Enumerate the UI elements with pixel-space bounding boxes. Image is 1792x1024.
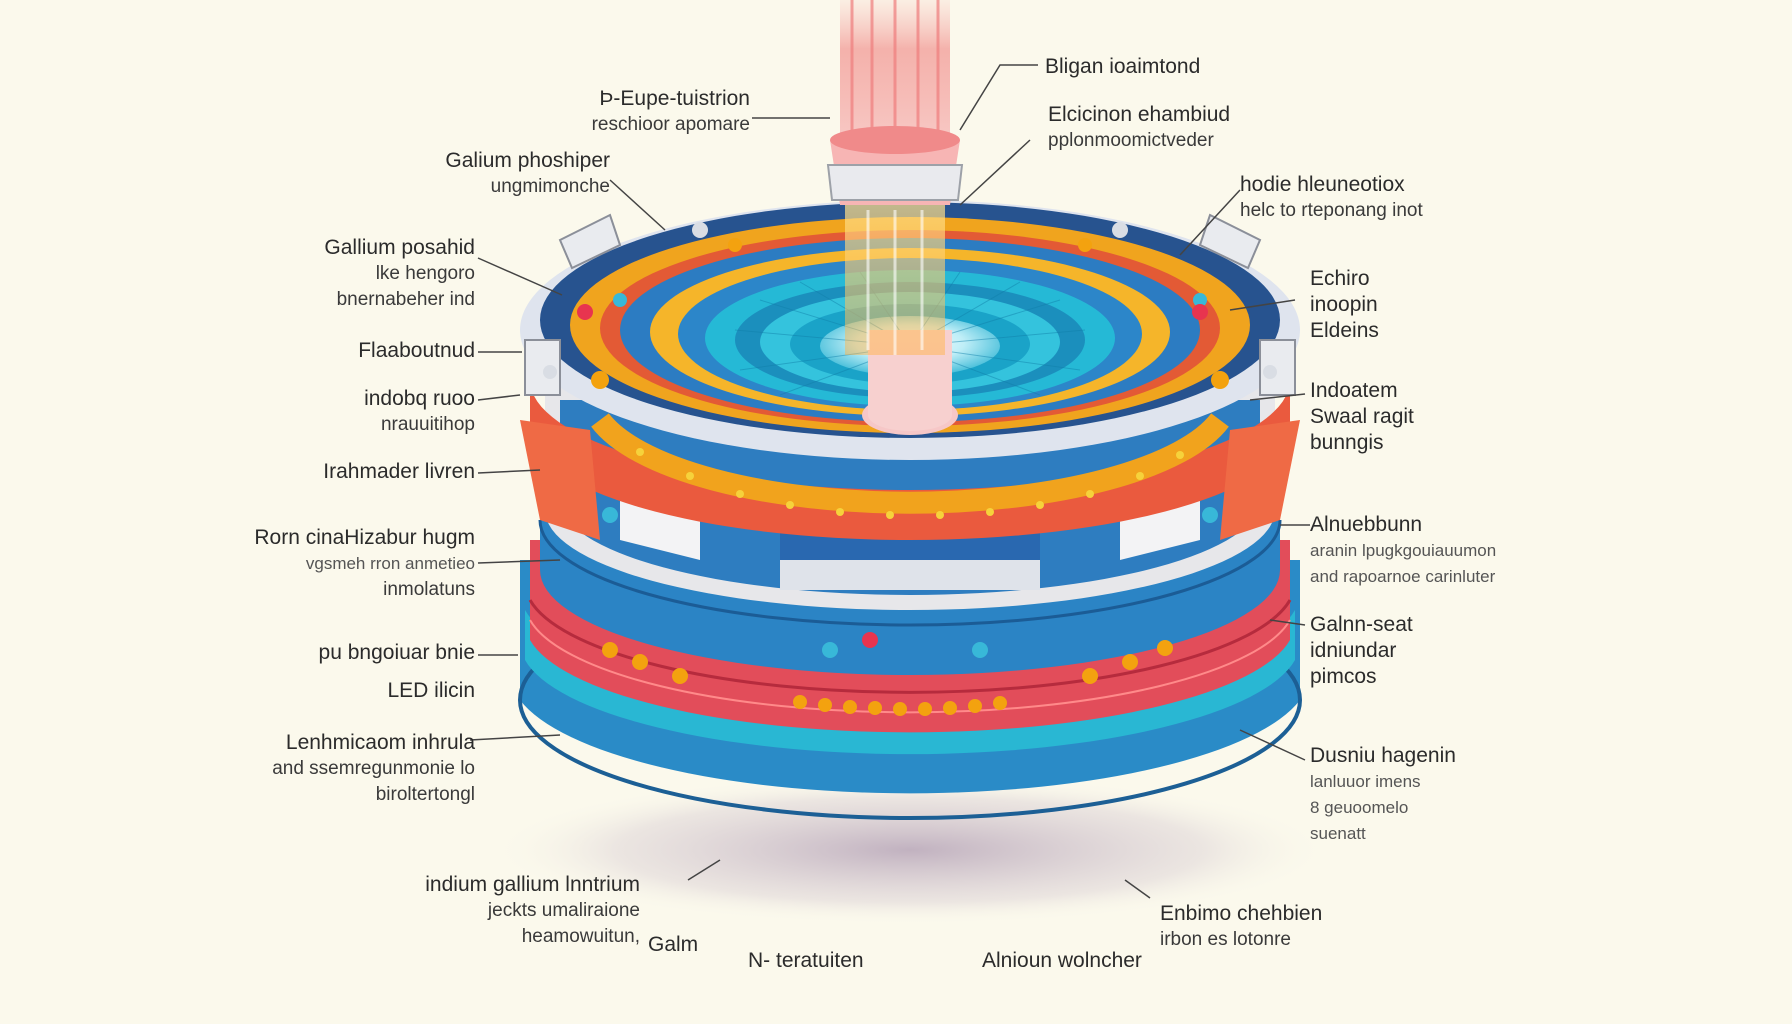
- label-line: Alnioun wolncher: [982, 949, 1142, 972]
- label-line: Eldeins: [1310, 319, 1379, 342]
- label-right-6: Alnuebbunn aranin lpugkgouiauumon and ra…: [1310, 512, 1496, 590]
- label-right-5: Indoatem Swaal ragit bunngis: [1310, 378, 1414, 456]
- label-line: nrauuitihop: [380, 414, 475, 435]
- label-line: idniundar: [1310, 639, 1397, 662]
- label-line: Enbimo chehbien: [1160, 902, 1323, 925]
- light-beam: [826, 0, 964, 355]
- label-bottom-2: N- teratuiten: [748, 948, 864, 974]
- label-line: bunngis: [1310, 431, 1384, 454]
- label-line: Bligan ioaimtond: [1045, 55, 1201, 78]
- label-line: lke hengoro: [375, 263, 475, 284]
- label-line: and rapoarnoe carinluter: [1310, 567, 1496, 586]
- red-band: [520, 380, 1300, 540]
- label-line: reschioor apomare: [591, 114, 750, 135]
- label-left-11: indium gallium lnntrium jeckts umaliraio…: [400, 872, 640, 950]
- label-line: vgsmeh rron anmetieo: [305, 554, 475, 573]
- label-line: Rorn cinaHizabur hugm: [254, 526, 475, 549]
- label-line: heamowuitun,: [521, 926, 640, 947]
- component-beads: [543, 222, 1277, 716]
- label-left-4: Flaaboutnud: [290, 338, 475, 364]
- label-line: hodie hleuneotiox: [1240, 173, 1405, 196]
- side-clamps: [524, 213, 1296, 396]
- label-line: Galm: [648, 933, 699, 956]
- label-line: Alnuebbunn: [1310, 513, 1423, 536]
- label-left-8: pu bngoiuar bnie: [290, 640, 475, 666]
- label-left-1: Þ-Eupe-tuistrion reschioor apomare: [560, 86, 750, 138]
- label-line: Irahmader livren: [323, 460, 475, 483]
- label-line: suenatt: [1310, 824, 1366, 843]
- label-left-5: indobq ruoo nrauuitihop: [290, 386, 475, 438]
- label-line: Lenhmicaom inhrula: [285, 731, 475, 754]
- label-line: ungmimonche: [490, 176, 610, 197]
- label-line: Swaal ragit: [1310, 405, 1414, 428]
- label-line: pplonmoomictveder: [1048, 130, 1214, 151]
- label-line: pimcos: [1310, 665, 1377, 688]
- label-right-8: Dusniu hagenin lanluuor imens 8 geuoomel…: [1310, 743, 1456, 847]
- label-line: bnernabeher ind: [336, 289, 475, 310]
- label-line: Elcicinon ehambiud: [1048, 103, 1231, 126]
- label-bottom-1: Galm: [648, 932, 698, 958]
- label-left-6: Irahmader livren: [290, 459, 475, 485]
- label-line: N- teratuiten: [748, 949, 864, 972]
- label-left-3: Gallium posahid lke hengoro bnernabeher …: [290, 235, 475, 313]
- label-line: Galium phoshiper: [445, 149, 610, 172]
- leader-lines: [469, 64, 1310, 899]
- label-right-1: Bligan ioaimtond: [1045, 54, 1200, 80]
- label-line: aranin lpugkgouiauumon: [1310, 541, 1497, 560]
- label-left-7: Rorn cinaHizabur hugm vgsmeh rron anmeti…: [230, 525, 475, 603]
- label-right-3: hodie hleuneotiox helc to rteponang inot: [1240, 172, 1423, 224]
- label-line: inmolatuns: [383, 579, 475, 600]
- label-line: Galnn-seat: [1310, 613, 1413, 636]
- label-line: and ssemregunmonie lo: [272, 758, 475, 779]
- label-line: Þ-Eupe-tuistrion: [599, 87, 750, 110]
- label-bottom-3: Alnioun wolncher: [982, 948, 1142, 974]
- label-line: LED ilicin: [387, 679, 475, 702]
- label-line: Flaaboutnud: [358, 339, 475, 362]
- label-line: biroltertongl: [375, 784, 475, 805]
- label-line: irbon es lotonre: [1160, 929, 1291, 950]
- label-right-2: Elcicinon ehambiud pplonmoomictveder: [1048, 102, 1230, 154]
- label-line: Indoatem: [1310, 379, 1398, 402]
- label-right-4: Echiro inoopin Eldeins: [1310, 266, 1379, 344]
- label-line: Dusniu hagenin: [1310, 744, 1456, 767]
- label-line: pu bngoiuar bnie: [318, 641, 475, 664]
- label-line: indobq ruoo: [364, 387, 475, 410]
- ground-shadow: [490, 775, 1330, 925]
- label-line: helc to rteponang inot: [1240, 200, 1423, 221]
- label-left-9: LED ilicin: [290, 678, 475, 704]
- label-line: 8 geuoomelo: [1310, 798, 1409, 817]
- label-line: indium gallium lnntrium: [425, 873, 640, 896]
- label-line: lanluuor imens: [1310, 772, 1421, 791]
- label-line: inoopin: [1310, 293, 1378, 316]
- label-left-2: Galium phoshiper ungmimonche: [420, 148, 610, 200]
- label-right-7: Galnn-seat idniundar pimcos: [1310, 612, 1413, 690]
- label-right-9: Enbimo chehbien irbon es lotonre: [1160, 901, 1322, 953]
- label-line: Echiro: [1310, 267, 1370, 290]
- label-line: jeckts umaliraione: [487, 900, 640, 921]
- label-line: Gallium posahid: [324, 236, 475, 259]
- label-left-10: Lenhmicaom inhrula and ssemregunmonie lo…: [230, 730, 475, 808]
